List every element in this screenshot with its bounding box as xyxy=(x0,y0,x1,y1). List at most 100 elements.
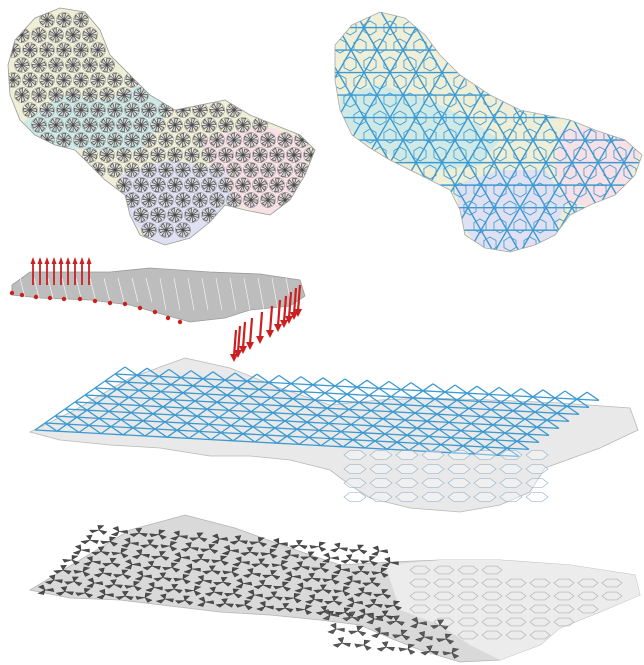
kirigami-blade xyxy=(451,652,460,659)
kirigami-blade xyxy=(282,603,290,609)
network-edge xyxy=(148,375,172,386)
pinwheel-ring xyxy=(124,102,140,118)
network-edge xyxy=(636,251,642,252)
pinwheel-blade xyxy=(266,166,276,171)
support-node-icon xyxy=(165,315,171,321)
kirigami-cell xyxy=(322,552,340,563)
light-cell xyxy=(433,591,455,601)
kirigami-blade xyxy=(393,615,400,622)
kirigami-blade xyxy=(451,647,460,654)
network-cell xyxy=(447,492,471,502)
kirigami-cell xyxy=(353,587,372,597)
pinwheel-blade xyxy=(226,109,236,114)
network-edge xyxy=(350,417,374,427)
pinwheel-ring xyxy=(56,12,72,28)
pinwheel-blade xyxy=(148,109,155,118)
pinwheel-blade xyxy=(114,169,121,178)
kirigami-blade xyxy=(334,564,342,570)
mesh-line xyxy=(131,277,139,303)
pinwheel-ring xyxy=(116,87,132,103)
pinwheel-blade xyxy=(106,118,112,127)
network-edge xyxy=(559,0,598,5)
kirigami-blade xyxy=(351,616,361,622)
pinwheel-blade xyxy=(75,42,82,51)
pinwheel-cell xyxy=(31,57,47,73)
pinwheel-blade xyxy=(147,138,153,148)
kirigami-blade xyxy=(386,620,397,626)
network-edge xyxy=(248,388,272,399)
pinwheel-cell xyxy=(184,207,200,223)
pinwheel-blade xyxy=(139,213,148,220)
pinwheel-blade xyxy=(97,169,104,178)
kirigami-blade xyxy=(400,629,408,636)
kirigami-blade xyxy=(373,617,384,622)
kirigami-blade xyxy=(358,608,366,615)
pinwheel-blade xyxy=(210,135,219,141)
kirigami-cell xyxy=(129,527,148,538)
kirigami-blade xyxy=(393,600,401,606)
network-cell xyxy=(533,218,547,234)
pinwheel-blade xyxy=(190,120,200,126)
network-edge xyxy=(455,0,494,5)
network-cell xyxy=(421,450,445,460)
network-edge xyxy=(54,408,78,418)
pinwheel-blade xyxy=(14,94,23,101)
pinwheel-blade xyxy=(259,153,265,163)
pinwheel-blade xyxy=(122,180,132,186)
pinwheel-blade xyxy=(109,168,116,177)
kirigami-blade xyxy=(423,636,433,641)
pinwheel-cell xyxy=(218,147,234,163)
kirigami-blade xyxy=(149,533,160,538)
network-edge xyxy=(502,410,526,420)
light-cell xyxy=(433,578,455,588)
kirigami-blade xyxy=(158,529,166,535)
kirigami-blade xyxy=(111,551,122,556)
pinwheel-blade xyxy=(215,166,225,172)
pinwheel-blade xyxy=(284,163,290,172)
network-edge xyxy=(386,441,410,452)
pinwheel-blade xyxy=(35,87,40,97)
kirigami-blade xyxy=(324,600,335,605)
network-edge xyxy=(480,251,520,252)
pinwheel-cell xyxy=(90,72,106,88)
network-edge xyxy=(350,206,390,231)
network-edge xyxy=(636,26,642,51)
network-edge xyxy=(377,0,416,5)
kirigami-blade xyxy=(282,581,289,587)
pinwheel-cell xyxy=(226,192,242,208)
pinwheel-blade xyxy=(165,194,174,201)
network-edge xyxy=(335,12,351,28)
network-edge xyxy=(446,399,470,410)
kirigami-blade xyxy=(437,619,445,626)
pinwheel-cell xyxy=(56,42,72,58)
pinwheel-blade xyxy=(72,33,77,43)
kirigami-cell xyxy=(329,542,348,553)
pinwheel-blade xyxy=(209,139,218,146)
pinwheel-blade xyxy=(284,138,289,148)
pinwheel-blade xyxy=(73,19,82,26)
kirigami-cell xyxy=(300,551,319,562)
network-edge xyxy=(415,12,455,28)
network-cell xyxy=(423,56,437,72)
kirigami-blade xyxy=(231,571,240,578)
pinwheel-blade xyxy=(250,138,255,148)
pinwheel-cell xyxy=(209,132,225,148)
kirigami-blade xyxy=(151,555,162,560)
pinwheel-blade xyxy=(21,58,27,67)
kirigami-blade xyxy=(362,592,372,596)
pinwheel-blade xyxy=(145,132,151,142)
kirigami-blade xyxy=(340,568,350,572)
kirigami-blade xyxy=(445,638,455,645)
pinwheel-blade xyxy=(140,148,148,156)
downward-load-arrows xyxy=(230,284,302,362)
pinwheel-blade xyxy=(109,102,116,111)
pinwheel-blade xyxy=(119,87,125,97)
network-edge xyxy=(312,377,336,387)
kirigami-blade xyxy=(98,589,106,595)
network-top-view xyxy=(334,0,643,253)
network-edge xyxy=(335,71,338,96)
deformed-kirigami-3d xyxy=(28,514,641,663)
undeformed-region xyxy=(385,560,640,660)
pinwheel-blade xyxy=(258,153,268,159)
network-cell xyxy=(473,450,497,460)
